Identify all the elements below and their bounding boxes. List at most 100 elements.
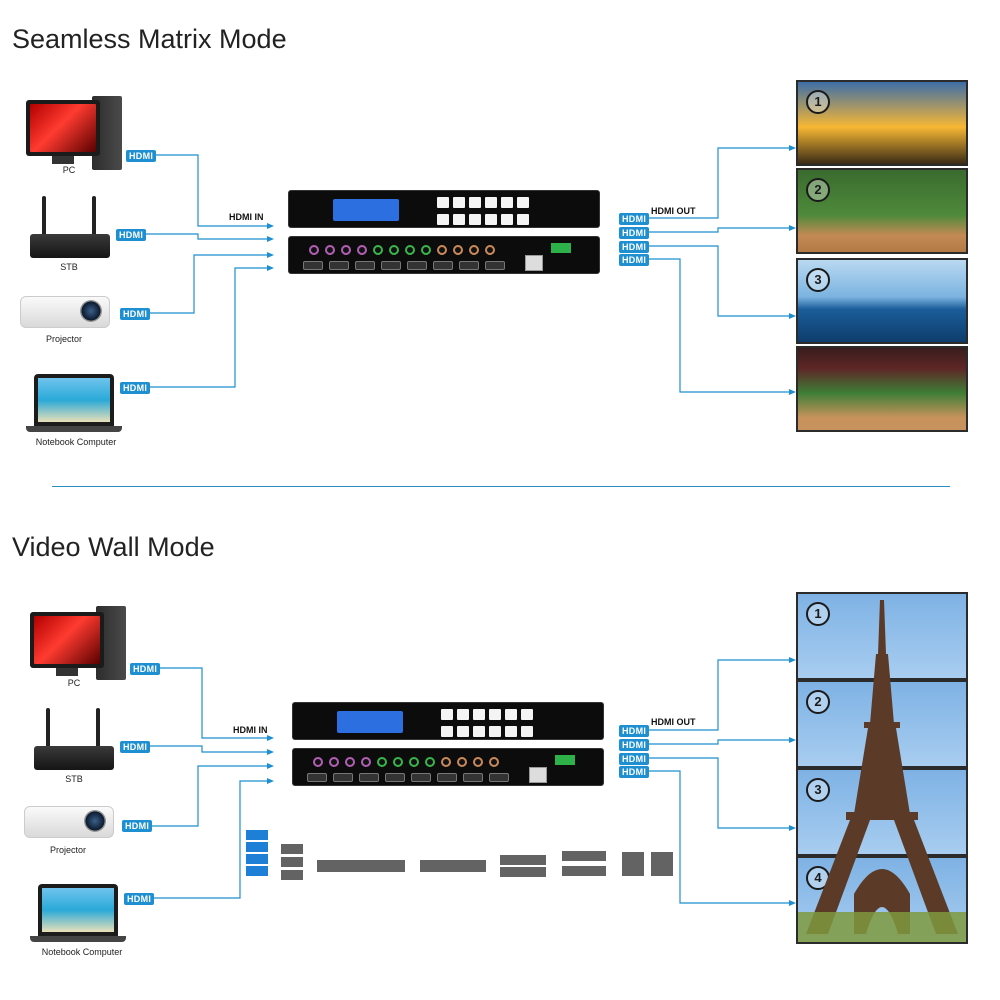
hdmi-ports bbox=[303, 261, 505, 270]
hdmi-tag-projector: HDMI bbox=[122, 820, 153, 832]
output-screen-1: 1 bbox=[796, 80, 968, 166]
output-screen-4 bbox=[796, 346, 968, 432]
projector-lens bbox=[80, 300, 102, 322]
lcd-display bbox=[333, 199, 399, 221]
button-panel bbox=[441, 709, 533, 737]
layout-tile bbox=[317, 860, 405, 872]
wire-out-4-b bbox=[648, 770, 790, 904]
wire-projector-in bbox=[150, 254, 268, 314]
hdmi-tag-stb: HDMI bbox=[120, 741, 151, 753]
button-panel bbox=[437, 197, 529, 225]
rj45-port bbox=[529, 767, 547, 783]
matrix-switcher-front bbox=[292, 702, 604, 740]
hdmi-out-tag: HDMI bbox=[619, 227, 650, 239]
layout-tile bbox=[562, 866, 606, 876]
hdmi-out-tag: HDMI bbox=[619, 753, 650, 765]
hdmi-out-tag: HDMI bbox=[619, 739, 650, 751]
label-stb: STB bbox=[60, 262, 78, 272]
wire-stb-in bbox=[145, 233, 268, 240]
layout-tile bbox=[281, 857, 303, 867]
projector-lens bbox=[84, 810, 106, 832]
label-notebook: Notebook Computer bbox=[35, 437, 117, 447]
notebook-base bbox=[26, 426, 122, 432]
eiffel-tower-graphic bbox=[798, 600, 966, 942]
matrix-switcher-back bbox=[292, 748, 604, 786]
layout-tile bbox=[651, 852, 673, 876]
wire-out-3 bbox=[648, 245, 790, 317]
screen-number-badge: 2 bbox=[806, 690, 830, 714]
label-projector: Projector bbox=[49, 845, 86, 855]
label-pc: PC bbox=[67, 678, 81, 688]
wire-projector-in-b bbox=[150, 765, 268, 827]
label-hdmi-in: HDMI IN bbox=[229, 212, 264, 222]
hdmi-out-tag: HDMI bbox=[619, 213, 650, 225]
pc-monitor bbox=[30, 612, 104, 668]
label-projector: Projector bbox=[45, 334, 82, 344]
layout-tile bbox=[246, 830, 268, 840]
screen-number-badge: 1 bbox=[806, 90, 830, 114]
output-screen-2: 2 bbox=[796, 168, 968, 254]
audio-jacks bbox=[313, 757, 499, 767]
section-divider bbox=[52, 486, 950, 487]
label-hdmi-out: HDMI OUT bbox=[651, 717, 696, 727]
stb-antenna bbox=[42, 196, 46, 242]
pc-monitor bbox=[26, 100, 100, 156]
hdmi-tag-notebook: HDMI bbox=[124, 893, 155, 905]
hdmi-tag-stb: HDMI bbox=[116, 229, 147, 241]
hdmi-out-tag: HDMI bbox=[619, 254, 650, 266]
wire-stb-in-b bbox=[150, 745, 268, 753]
screen-number-badge: 4 bbox=[806, 866, 830, 890]
screen-number-badge: 3 bbox=[806, 268, 830, 292]
layout-tile bbox=[246, 854, 268, 864]
layout-tile bbox=[622, 852, 644, 876]
stb-body bbox=[34, 746, 114, 770]
pc-stand bbox=[52, 156, 74, 164]
layout-tile bbox=[281, 844, 303, 854]
pc-stand bbox=[56, 668, 78, 676]
wire-out-2 bbox=[648, 227, 790, 233]
label-hdmi-out: HDMI OUT bbox=[651, 206, 696, 216]
layout-tile bbox=[246, 842, 268, 852]
stb-body bbox=[30, 234, 110, 258]
layout-tile bbox=[500, 867, 546, 877]
rs232-terminal bbox=[551, 243, 571, 253]
layout-tile bbox=[500, 855, 546, 865]
hdmi-tag-pc: HDMI bbox=[126, 150, 157, 162]
hdmi-tag-notebook: HDMI bbox=[120, 382, 151, 394]
screen-number-badge: 2 bbox=[806, 178, 830, 202]
hdmi-out-tag: HDMI bbox=[619, 766, 650, 778]
hdmi-tag-projector: HDMI bbox=[120, 308, 151, 320]
label-stb: STB bbox=[65, 774, 83, 784]
stb-antenna bbox=[46, 708, 50, 754]
output-screen-3: 3 bbox=[796, 258, 968, 344]
wire-notebook-in bbox=[150, 267, 268, 388]
wire-out-3-b bbox=[648, 757, 790, 829]
screen-number-badge: 1 bbox=[806, 602, 830, 626]
layout-tile bbox=[420, 860, 486, 872]
section-title-videowall: Video Wall Mode bbox=[12, 532, 215, 562]
stb-antenna bbox=[96, 708, 100, 754]
screen-number-badge: 3 bbox=[806, 778, 830, 802]
hdmi-out-tag: HDMI bbox=[619, 241, 650, 253]
notebook-screen bbox=[34, 374, 114, 426]
section-title-matrix: Seamless Matrix Mode bbox=[12, 24, 287, 54]
notebook-screen bbox=[38, 884, 118, 936]
notebook-base bbox=[30, 936, 126, 942]
hdmi-ports bbox=[307, 773, 509, 782]
matrix-switcher-back bbox=[288, 236, 600, 274]
wire-out-4 bbox=[648, 258, 790, 393]
label-pc: PC bbox=[62, 165, 76, 175]
rs232-terminal bbox=[555, 755, 575, 765]
layout-tile bbox=[562, 851, 606, 861]
matrix-switcher-front bbox=[288, 190, 600, 228]
layout-tile bbox=[281, 870, 303, 880]
label-notebook: Notebook Computer bbox=[41, 947, 123, 957]
stb-antenna bbox=[92, 196, 96, 242]
lcd-display bbox=[337, 711, 403, 733]
label-hdmi-in: HDMI IN bbox=[233, 725, 268, 735]
hdmi-out-tag: HDMI bbox=[619, 725, 650, 737]
layout-tile bbox=[246, 866, 268, 876]
hdmi-tag-pc: HDMI bbox=[130, 663, 161, 675]
audio-jacks bbox=[309, 245, 495, 255]
wire-out-2-b bbox=[648, 739, 790, 745]
